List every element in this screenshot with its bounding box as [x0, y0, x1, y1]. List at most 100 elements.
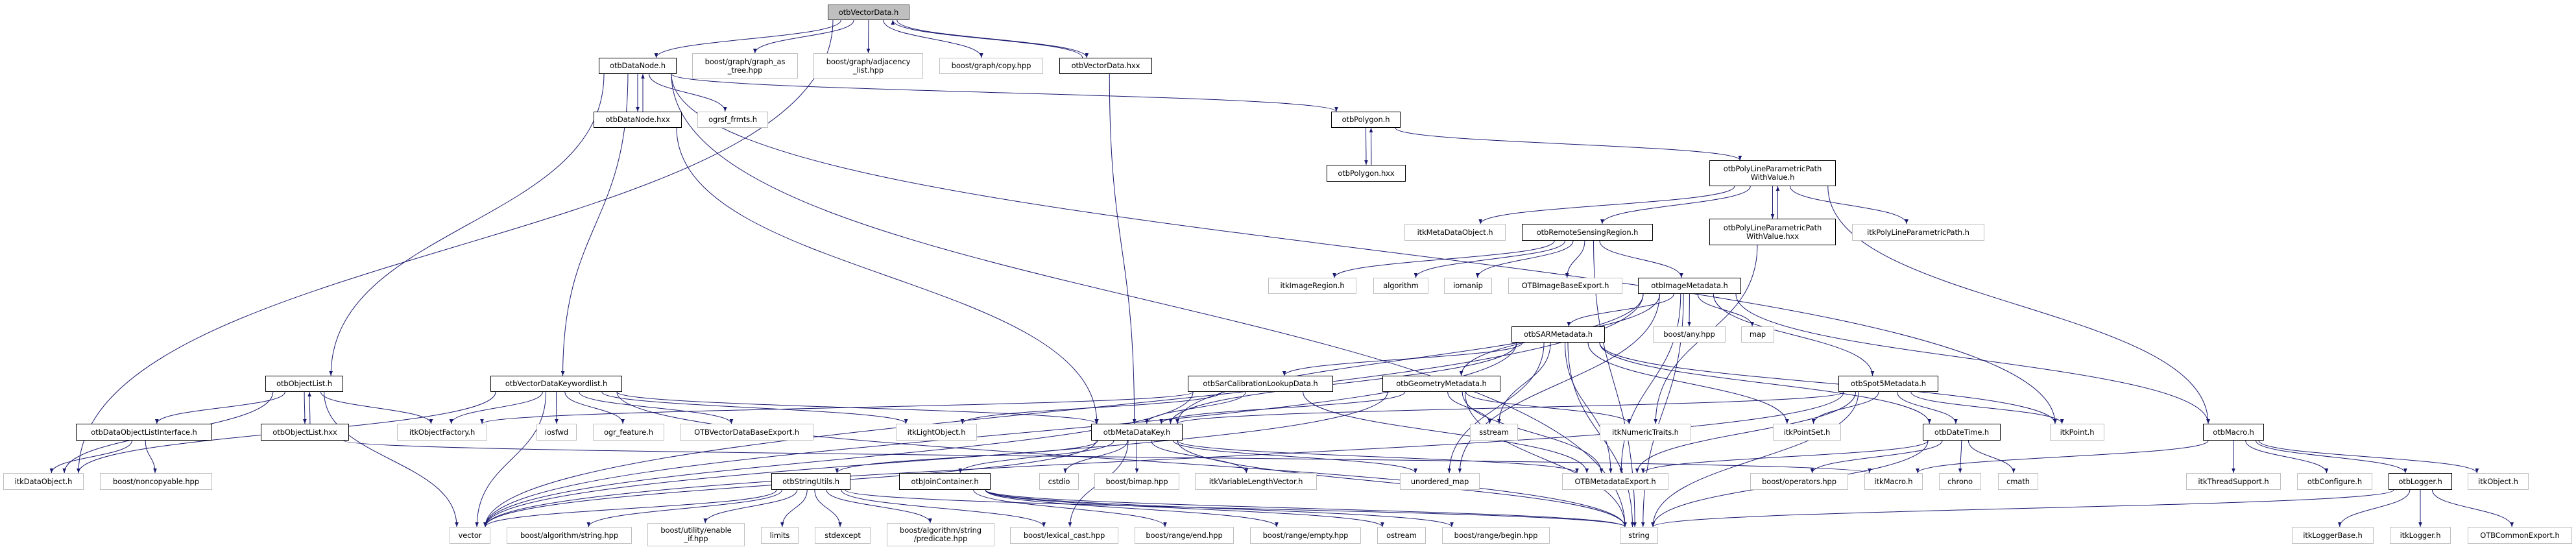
- edge-otbdatanode-h-to-otbvectordatakeywordlist-h: [560, 73, 629, 376]
- edge-otbsarmetadata-h-to-otbmetadataexport-h: [1565, 342, 1613, 474]
- node-ostream: ostream: [1377, 527, 1426, 544]
- edge-otbsarcalibrationlookupdata-h-to-otbmetadatakey-h: [1144, 391, 1246, 424]
- edge-otbstringutils-h-to-limits: [780, 489, 808, 528]
- edge-otbmetadatakey-h-to-otbjoincontainer-h: [958, 440, 1114, 474]
- node-otbimagemetadata-h[interactable]: otbImageMetadata.h: [1638, 278, 1741, 294]
- node-itklogger-h: itkLogger.h: [2390, 527, 2451, 544]
- node-otbmetadatakey-h[interactable]: otbMetaDataKey.h: [1091, 424, 1183, 441]
- edge-otblogger-h-to-itkloggerbase-h: [2338, 489, 2411, 528]
- node-otbpolylineparametricpath-withvalue-hxx[interactable]: otbPolyLineParametricPath WithValue.hxx: [1709, 219, 1836, 245]
- edge-otbvectordata-hxx-to-otbvectordata-h: [891, 19, 1083, 58]
- node-boost-bimap-hpp: boost/bimap.hpp: [1094, 473, 1179, 490]
- edge-otbvectordatakeywordlist-h-to-ogr-feature-h: [564, 391, 625, 424]
- node-otbdatanode-hxx[interactable]: otbDataNode.hxx: [594, 112, 682, 128]
- node-otbpolygon-hxx[interactable]: otbPolygon.hxx: [1327, 165, 1406, 182]
- edge-otbspot5metadata-h-to-vector: [483, 391, 1844, 528]
- edge-otbmetadatakey-h-to-otbmetadataexport-h: [1177, 440, 1579, 474]
- node-itkobjectfactory-h: itkObjectFactory.h: [397, 424, 487, 441]
- node-itknumerictraits-h: itkNumericTraits.h: [1600, 424, 1691, 441]
- edge-otbobjectlist-h-to-otbdataobjectlistinterface-h: [155, 391, 285, 424]
- node-otbdatanode-h[interactable]: otbDataNode.h: [599, 58, 677, 74]
- node-boost-any-hpp: boost/any.hpp: [1653, 326, 1726, 343]
- edge-otbgeometrymetadata-h-to-vector: [483, 391, 1388, 528]
- node-otbremotesensingregion-h[interactable]: otbRemoteSensingRegion.h: [1522, 224, 1653, 241]
- edge-otbobjectlist-h-to-itkobjectfactory-h: [320, 391, 433, 424]
- node-otblogger-h[interactable]: otbLogger.h: [2389, 473, 2452, 490]
- node-otbmacro-h[interactable]: otbMacro.h: [2203, 424, 2264, 441]
- edge-otbpolygon-h-to-otbpolylineparametricpath-withvalue-h: [1395, 127, 1742, 161]
- edge-otbimagemetadata-h-to-otbsarmetadata-h: [1567, 293, 1674, 327]
- edge-otbsarcalibrationlookupdata-h-to-vector: [483, 391, 1194, 528]
- node-sstream: sstream: [1470, 424, 1518, 441]
- node-otbpolygon-h[interactable]: otbPolygon.h: [1331, 112, 1401, 128]
- node-itkloggerbase-h: itkLoggerBase.h: [2292, 527, 2374, 544]
- node-otbobjectlist-hxx[interactable]: otbObjectList.hxx: [261, 424, 349, 441]
- node-limits: limits: [761, 527, 799, 544]
- node-ogr-feature-h: ogr_feature.h: [593, 424, 664, 441]
- node-boost-lexical-cast-hpp: boost/lexical_cast.hpp: [1010, 527, 1118, 544]
- node-itkimageregion-h: itkImageRegion.h: [1268, 278, 1356, 294]
- node-otbvectordata-hxx[interactable]: otbVectorData.hxx: [1059, 58, 1152, 74]
- node-otbmetadataexport-h: OTBMetadataExport.h: [1562, 473, 1668, 490]
- edge-otblogger-h-to-otbcommonexport-h: [2431, 489, 2514, 528]
- node-itkmacro-h: itkMacro.h: [1864, 473, 1923, 490]
- node-otbsarcalibrationlookupdata-h[interactable]: otbSarCalibrationLookupData.h: [1188, 376, 1333, 392]
- edge-otbjoincontainer-h-to-boost-range-empty-hpp: [985, 489, 1279, 528]
- edge-otbjoincontainer-h-to-boost-range-end-hpp: [973, 489, 1167, 528]
- node-boost-utility-enable-if-hpp: boost/utility/enable _if.hpp: [647, 523, 745, 546]
- node-otbdatetime-h[interactable]: otbDateTime.h: [1923, 424, 2001, 441]
- edge-otbspot5metadata-h-to-otbdatetime-h: [1897, 391, 1958, 424]
- edge-otbsarmetadata-h-to-itkpoint-h: [1599, 342, 2057, 424]
- edge-otbmetadatakey-h-to-otbstringutils-h: [835, 440, 1098, 474]
- node-string: string: [1620, 527, 1658, 544]
- node-otbstringutils-h[interactable]: otbStringUtils.h: [771, 473, 850, 490]
- edge-otbgeometrymetadata-h-to-itknumerictraits-h: [1465, 391, 1631, 424]
- edge-otbsarmetadata-h-to-unordered-map: [1447, 342, 1545, 474]
- node-iosfwd: iosfwd: [536, 424, 577, 441]
- node-otbspot5metadata-h[interactable]: otbSpot5Metadata.h: [1838, 376, 1938, 392]
- edge-otbremotesensingregion-h-to-algorithm: [1414, 240, 1565, 278]
- edge-otbvectordatakeywordlist-h-to-otbvectordatabaseexport-h: [579, 391, 734, 424]
- edge-otbgeometrymetadata-h-to-otbmetadataexport-h: [1462, 391, 1604, 474]
- node-otbobjectlist-h[interactable]: otbObjectList.h: [265, 376, 343, 392]
- edge-otbvectordata-h-to-itkdataobject-h: [77, 19, 834, 474]
- edge-otbsarmetadata-h-to-otbsarcalibrationlookupdata-h: [1282, 342, 1523, 376]
- edge-otbremotesensingregion-h-to-otbimagemetadata-h: [1599, 240, 1683, 278]
- node-itkmetadataobject-h: itkMetaDataObject.h: [1404, 224, 1506, 241]
- edge-otblogger-h-to-string: [1651, 489, 2394, 528]
- node-otbvectordatakeywordlist-h[interactable]: otbVectorDataKeywordlist.h: [490, 376, 622, 392]
- node-itkobject-h: itkObject.h: [2468, 473, 2529, 490]
- node-boost-algorithm-string-hpp: boost/algorithm/string.hpp: [507, 527, 632, 544]
- edge-otbspot5metadata-h-to-itkpoint-h: [1910, 391, 2064, 424]
- edge-otbpolylineparametricpath-withvalue-h-to-itkmetadataobject-h: [1478, 186, 1735, 225]
- edge-otbspot5metadata-h-to-itkpointset-h: [1811, 391, 1879, 424]
- edge-otbgeometrymetadata-h-to-string: [1465, 391, 1627, 528]
- node-cstdio: cstdio: [1039, 473, 1079, 490]
- node-boost-noncopyable-hpp: boost/noncopyable.hpp: [100, 473, 212, 490]
- edge-otbsarcalibrationlookupdata-h-to-otbmetadataexport-h: [1303, 391, 1589, 474]
- edge-otbvectordatakeywordlist-h-to-itkobjectfactory-h: [449, 391, 543, 424]
- edge-otbmacro-h-to-itkobject-h: [2258, 440, 2479, 474]
- node-otbsarmetadata-h[interactable]: otbSARMetadata.h: [1511, 326, 1605, 343]
- edge-otbremotesensingregion-h-to-otbimagebaseexport-h: [1565, 240, 1585, 278]
- edge-otbsarmetadata-h-to-itkpointset-h: [1587, 342, 1789, 424]
- node-boost-graph-copy-hpp: boost/graph/copy.hpp: [939, 58, 1043, 74]
- node-chrono: chrono: [1939, 473, 1981, 490]
- node-map: map: [1741, 326, 1774, 343]
- edge-otbdatanode-h-to-ogrsf-frmts-h: [649, 73, 727, 112]
- node-otbpolylineparametricpath-withvalue-h[interactable]: otbPolyLineParametricPath WithValue.h: [1709, 160, 1836, 186]
- edge-otbpolylineparametricpath-withvalue-h-to-otbmacro-h: [1827, 186, 2210, 424]
- node-otbdataobjectlistinterface-h[interactable]: otbDataObjectListInterface.h: [76, 424, 212, 441]
- node-otbgeometrymetadata-h[interactable]: otbGeometryMetadata.h: [1382, 376, 1500, 392]
- node-itkpoint-h: itkPoint.h: [2050, 424, 2104, 441]
- edge-otbdatetime-h-to-cmath: [1968, 440, 2016, 474]
- node-otbjoincontainer-h[interactable]: otbJoinContainer.h: [899, 473, 991, 490]
- edge-otbdatanode-h-to-string: [671, 73, 1627, 528]
- node-otbvectordata-h: otbVectorData.h: [828, 5, 909, 20]
- edge-otbimagemetadata-h-to-otbmacro-h: [1735, 293, 2210, 424]
- edge-otbstringutils-h-to-boost-algorithm-string-predicate-hpp: [826, 489, 932, 524]
- node-otbvectordatabaseexport-h: OTBVectorDataBaseExport.h: [680, 424, 813, 441]
- edge-otbobjectlist-hxx-to-itkmacro-h: [343, 440, 1872, 474]
- edge-otbobjectlist-h-to-vector: [324, 391, 459, 528]
- edge-otbremotesensingregion-h-to-itkimageregion-h: [1332, 240, 1555, 278]
